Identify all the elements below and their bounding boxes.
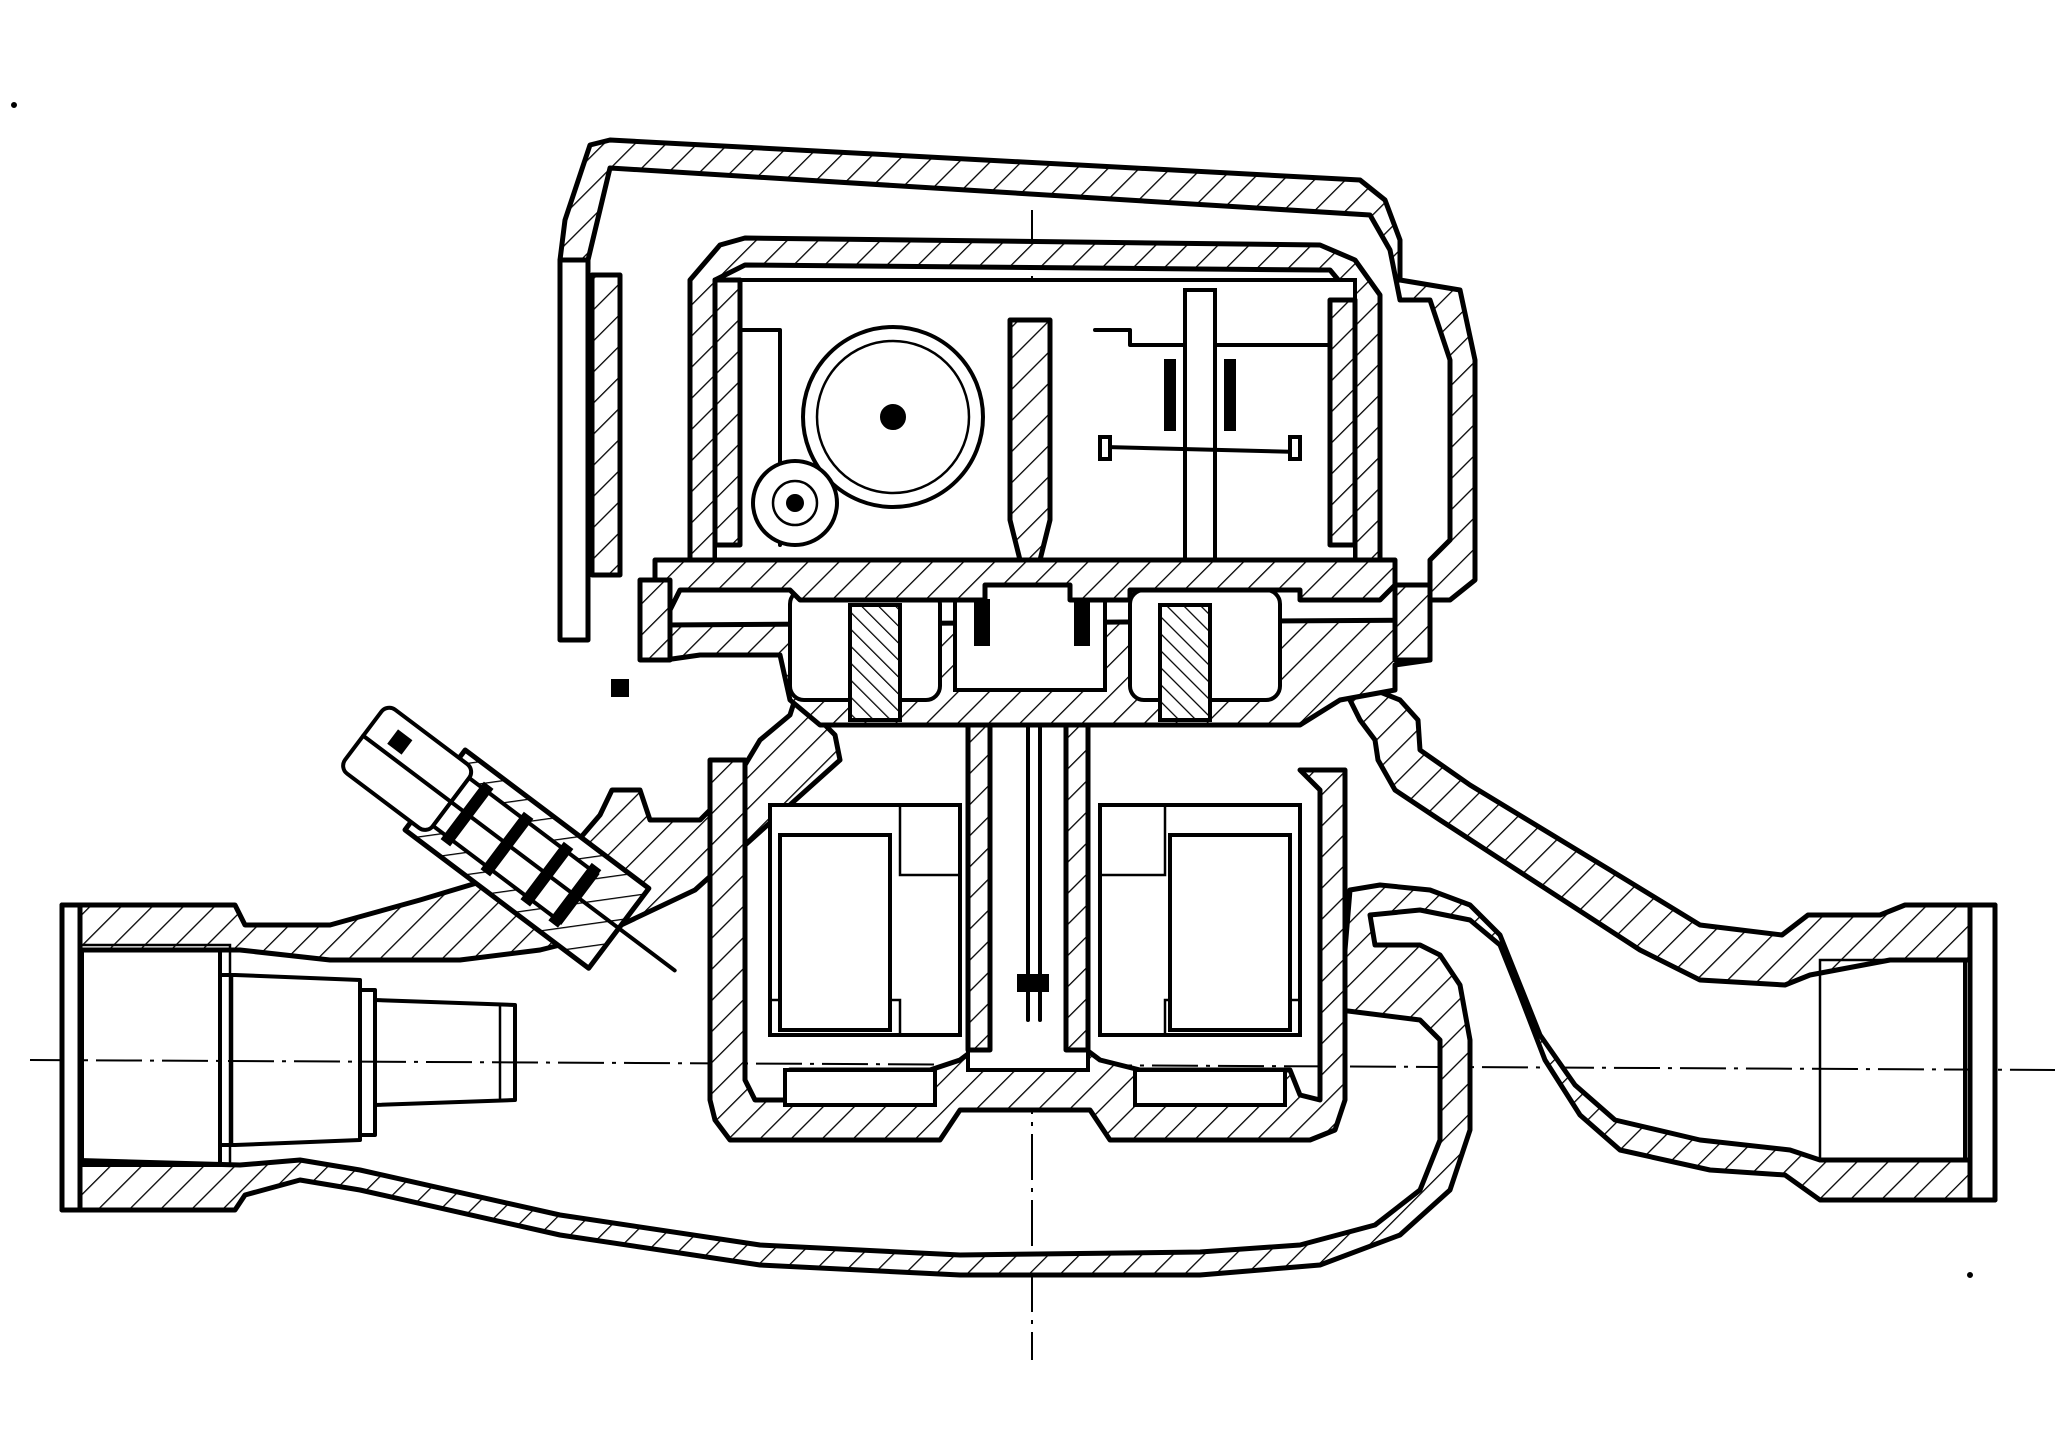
screw-head-slot bbox=[387, 729, 413, 755]
right-base-corner bbox=[1392, 582, 1433, 663]
central-shaft-right bbox=[1063, 687, 1091, 1053]
bottom-pad-right bbox=[1133, 1068, 1287, 1107]
strainer-stage-2 bbox=[218, 973, 362, 1147]
main-gear-inner bbox=[815, 339, 971, 495]
main-gear-hub bbox=[880, 404, 906, 430]
speck-right bbox=[1967, 1272, 1973, 1278]
counter-left-wall bbox=[712, 277, 743, 548]
left-turbine-block bbox=[778, 833, 892, 1032]
counter-right-wall bbox=[1327, 297, 1358, 548]
right-connection-end bbox=[1967, 902, 1998, 1203]
counter-step-right bbox=[1093, 328, 1332, 347]
right-shaft bbox=[1183, 288, 1217, 562]
left-base-corner bbox=[637, 577, 673, 663]
right-shaft-sleeve-1 bbox=[1164, 359, 1176, 431]
right-turbine-block bbox=[1168, 833, 1292, 1032]
central-shaft-left bbox=[965, 687, 993, 1053]
body-lower-wall bbox=[59, 882, 1998, 1278]
spindle-bearing bbox=[1017, 974, 1049, 992]
measuring-chamber bbox=[707, 687, 1348, 1143]
pinion-gear-inner bbox=[771, 479, 819, 527]
right-dial-arm bbox=[1103, 445, 1302, 454]
left-thread-inner bbox=[78, 943, 232, 1167]
strainer-stage-1 bbox=[80, 948, 222, 1167]
right-dial-arm-end-right bbox=[1288, 435, 1302, 461]
strainer-stage-3 bbox=[358, 988, 377, 1137]
pinion-gear-hub bbox=[786, 494, 804, 512]
left-magnet bbox=[848, 603, 902, 722]
speck-top-left bbox=[11, 102, 17, 108]
screw-axis-line bbox=[361, 733, 677, 973]
left-connection-end bbox=[59, 902, 83, 1213]
drive-spindle-column bbox=[1007, 317, 1053, 563]
counter-base-plate bbox=[652, 557, 1398, 613]
lid-left-skirt-hatch bbox=[589, 272, 623, 578]
right-magnet bbox=[1158, 603, 1212, 722]
hub-pin-left bbox=[974, 599, 990, 646]
right-chamber-step bbox=[1098, 805, 1300, 1037]
lid-latch bbox=[611, 679, 629, 697]
left-chamber-step bbox=[770, 805, 962, 1037]
inlet-strainer bbox=[80, 948, 517, 1167]
lid-left-skirt bbox=[557, 257, 591, 643]
right-dial-arm-end-left bbox=[1098, 435, 1112, 461]
strainer-stage-4 bbox=[373, 998, 517, 1107]
outer-lid bbox=[557, 137, 1478, 603]
right-thread-inner bbox=[1818, 958, 1972, 1162]
register-housing bbox=[557, 137, 1478, 697]
bottom-pad-left bbox=[783, 1068, 937, 1107]
body-right-upper-wall bbox=[1342, 687, 1998, 988]
regulation-screw-assembly bbox=[341, 705, 677, 973]
hub-pin-right bbox=[1074, 599, 1090, 646]
right-shaft-sleeve-2 bbox=[1224, 359, 1236, 431]
